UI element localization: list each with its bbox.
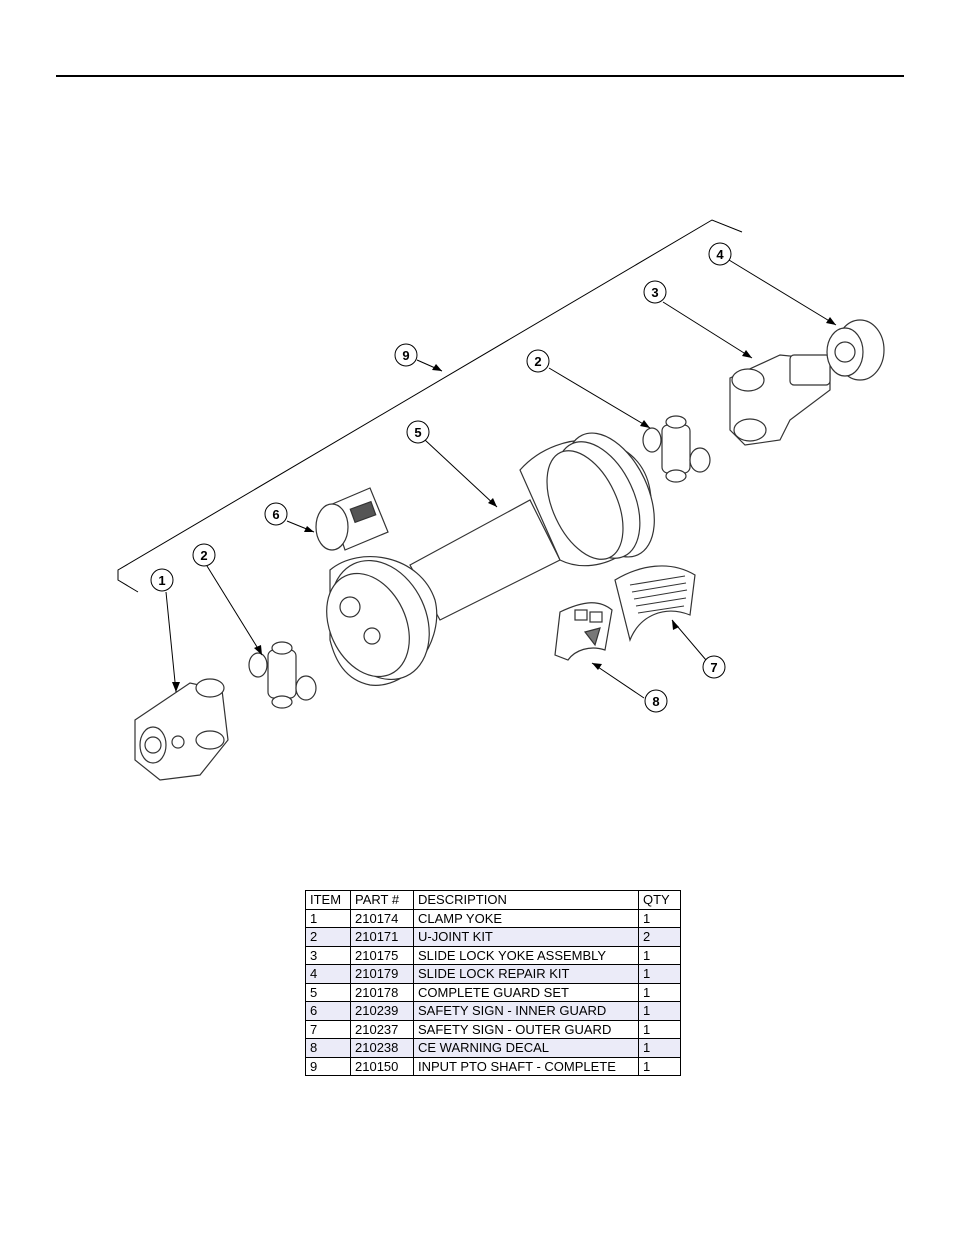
cell-part-number: 210150 — [350, 1056, 414, 1076]
table-row: 1 210174 CLAMP YOKE 1 — [305, 908, 681, 928]
callout-9: 9 — [394, 343, 418, 367]
cell-description: CLAMP YOKE — [413, 908, 639, 928]
cell-part-number: 210237 — [350, 1019, 414, 1039]
cell-item: 1 — [305, 908, 351, 928]
safety-sign-inner-part — [315, 487, 389, 551]
safety-sign-outer-part — [614, 565, 696, 642]
svg-text:2: 2 — [534, 354, 541, 369]
svg-text:4: 4 — [716, 247, 724, 262]
cell-description: CE WARNING DECAL — [413, 1038, 639, 1058]
cell-qty: 1 — [638, 945, 681, 965]
cell-item: 6 — [305, 1001, 351, 1021]
u-joint-kit-left — [248, 641, 317, 709]
callout-7: 7 — [702, 655, 726, 679]
cell-qty: 1 — [638, 1019, 681, 1039]
clamp-yoke-part — [134, 678, 229, 781]
table-row: 6 210239 SAFETY SIGN - INNER GUARD 1 — [305, 1001, 681, 1021]
cell-description: SAFETY SIGN - INNER GUARD — [413, 1001, 639, 1021]
cell-qty: 1 — [638, 1038, 681, 1058]
slide-lock-repair-kit-part — [826, 319, 885, 381]
cell-part-number: 210238 — [350, 1038, 414, 1058]
cell-description: COMPLETE GUARD SET — [413, 982, 639, 1002]
cell-part-number: 210178 — [350, 982, 414, 1002]
table-row: 3 210175 SLIDE LOCK YOKE ASSEMBLY 1 — [305, 945, 681, 965]
table-row: 4 210179 SLIDE LOCK REPAIR KIT 1 — [305, 964, 681, 984]
cell-item: 7 — [305, 1019, 351, 1039]
cell-part-number: 210239 — [350, 1001, 414, 1021]
svg-text:7: 7 — [710, 660, 717, 675]
cell-item: 9 — [305, 1056, 351, 1076]
parts-table-header-row: ITEM PART # DESCRIPTION QTY — [305, 890, 681, 910]
callout-2-left: 2 — [192, 543, 216, 567]
cell-qty: 1 — [638, 982, 681, 1002]
cell-qty: 2 — [638, 927, 681, 947]
guard-set-part — [326, 432, 655, 686]
table-row: 7 210237 SAFETY SIGN - OUTER GUARD 1 — [305, 1019, 681, 1039]
svg-text:3: 3 — [651, 285, 658, 300]
header-qty: QTY — [638, 890, 681, 910]
svg-text:1: 1 — [158, 573, 165, 588]
cell-item: 2 — [305, 927, 351, 947]
cell-description: INPUT PTO SHAFT - COMPLETE — [413, 1056, 639, 1076]
callout-4: 4 — [708, 242, 732, 266]
leader-lines — [165, 259, 837, 699]
cell-part-number: 210171 — [350, 927, 414, 947]
header-description: DESCRIPTION — [413, 890, 639, 910]
table-row: 8 210238 CE WARNING DECAL 1 — [305, 1038, 681, 1058]
cell-qty: 1 — [638, 908, 681, 928]
assembly-bracket — [117, 219, 743, 593]
svg-text:9: 9 — [402, 348, 409, 363]
header-rule — [56, 75, 904, 77]
callout-2-right: 2 — [526, 349, 550, 373]
callout-1: 1 — [150, 568, 174, 592]
cell-item: 8 — [305, 1038, 351, 1058]
cell-description: U-JOINT KIT — [413, 927, 639, 947]
cell-qty: 1 — [638, 1056, 681, 1076]
table-row: 9 210150 INPUT PTO SHAFT - COMPLETE 1 — [305, 1056, 681, 1076]
leader-arrowheads — [172, 317, 836, 692]
cell-description: SLIDE LOCK YOKE ASSEMBLY — [413, 945, 639, 965]
cell-qty: 1 — [638, 964, 681, 984]
cell-item: 5 — [305, 982, 351, 1002]
cell-item: 4 — [305, 964, 351, 984]
slide-lock-yoke-part — [729, 354, 831, 446]
cell-part-number: 210179 — [350, 964, 414, 984]
cell-item: 3 — [305, 945, 351, 965]
callout-8: 8 — [644, 689, 668, 713]
table-row: 5 210178 COMPLETE GUARD SET 1 — [305, 982, 681, 1002]
table-row: 2 210171 U-JOINT KIT 2 — [305, 927, 681, 947]
svg-text:6: 6 — [272, 507, 279, 522]
cell-qty: 1 — [638, 1001, 681, 1021]
cell-part-number: 210174 — [350, 908, 414, 928]
svg-text:2: 2 — [200, 548, 207, 563]
header-item: ITEM — [305, 890, 351, 910]
header-part-number: PART # — [350, 890, 414, 910]
cell-description: SLIDE LOCK REPAIR KIT — [413, 964, 639, 984]
svg-text:5: 5 — [414, 425, 421, 440]
cell-description: SAFETY SIGN - OUTER GUARD — [413, 1019, 639, 1039]
svg-text:8: 8 — [652, 694, 659, 709]
callout-6: 6 — [264, 502, 288, 526]
cell-part-number: 210175 — [350, 945, 414, 965]
parts-table: ITEM PART # DESCRIPTION QTY 1 210174 CLA… — [305, 890, 681, 1076]
ce-warning-decal-part — [554, 602, 613, 661]
callout-5: 5 — [406, 420, 430, 444]
callout-3: 3 — [643, 280, 667, 304]
u-joint-kit-right — [642, 415, 711, 483]
